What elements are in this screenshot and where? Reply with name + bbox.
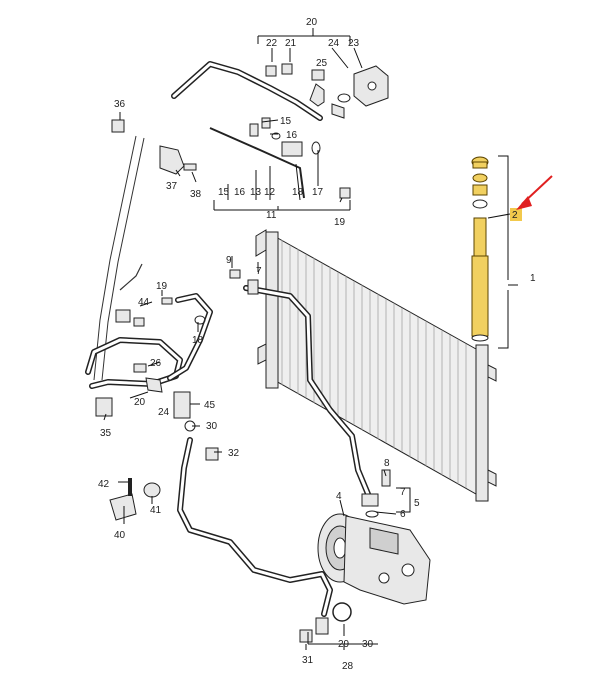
label-41: 41 — [150, 505, 162, 516]
condenser — [255, 229, 497, 502]
label-44: 44 — [138, 297, 150, 308]
label-21: 21 — [285, 38, 297, 49]
label-8: 8 — [384, 458, 390, 469]
label-9: 9 — [226, 255, 232, 266]
label-30-left: 30 — [206, 421, 218, 432]
label-17: 17 — [312, 187, 324, 198]
label-11: 11 — [266, 210, 277, 221]
label-22: 22 — [266, 38, 278, 49]
label-7-right: 7 — [400, 487, 406, 498]
label-2: 2 — [512, 210, 518, 221]
label-38: 38 — [190, 189, 202, 200]
label-20-left: 20 — [134, 397, 146, 408]
label-6: 6 — [400, 509, 406, 520]
label-45: 45 — [204, 400, 216, 411]
label-7-top: 7 — [256, 266, 262, 277]
label-13: 13 — [250, 187, 262, 198]
label-42: 42 — [98, 479, 110, 490]
label-30-bottom: 30 — [362, 639, 374, 650]
fittings-top — [111, 63, 389, 199]
refrigerant-lines — [85, 61, 371, 617]
label-28: 28 — [342, 661, 354, 672]
label-1: 1 — [530, 273, 536, 284]
label-18-top: 18 — [292, 187, 304, 198]
label-35: 35 — [100, 428, 112, 439]
label-23: 23 — [348, 38, 360, 49]
label-26: 26 — [150, 358, 162, 369]
label-12: 12 — [264, 187, 276, 198]
receiver-drier — [471, 156, 489, 342]
label-40: 40 — [114, 530, 126, 541]
label-18-left: 18 — [192, 335, 204, 346]
label-19-left: 19 — [156, 281, 168, 292]
label-5: 5 — [414, 498, 420, 509]
red-arrow-icon — [516, 175, 553, 210]
label-29: 29 — [338, 639, 350, 650]
label-25: 25 — [316, 58, 328, 69]
label-16-mid: 16 — [286, 130, 298, 141]
label-24-left: 24 — [158, 407, 170, 418]
label-32: 32 — [228, 448, 240, 459]
label-15-mid: 15 — [280, 116, 292, 127]
label-20-top: 20 — [306, 17, 318, 28]
label-19-top: 19 — [334, 217, 346, 228]
label-16-bottom: 16 — [234, 187, 246, 198]
highlight-box — [510, 208, 522, 221]
label-36: 36 — [114, 99, 126, 110]
label-37: 37 — [166, 181, 178, 192]
label-31: 31 — [302, 655, 314, 666]
compressor — [317, 493, 431, 605]
callout-lines — [103, 28, 518, 650]
label-4: 4 — [336, 491, 342, 502]
label-24-top: 24 — [328, 38, 340, 49]
label-15-bottom: 15 — [218, 187, 230, 198]
callout-labels: 20 22 21 24 23 25 36 15 16 37 38 15 16 1… — [98, 17, 536, 672]
fittings-left — [95, 269, 391, 643]
